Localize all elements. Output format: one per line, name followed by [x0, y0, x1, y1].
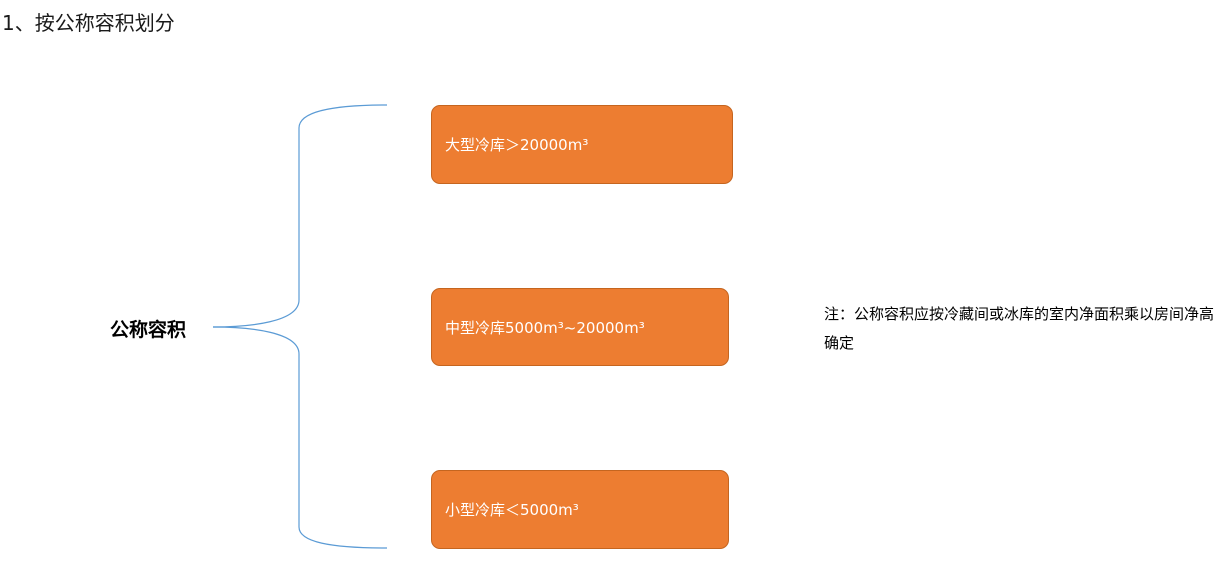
- category-label-small: 小型冷库＜5000m³: [445, 501, 579, 519]
- category-label-medium: 中型冷库5000m³~20000m³: [445, 318, 645, 337]
- category-box-large: 大型冷库＞20000m³: [431, 105, 733, 184]
- category-label-large: 大型冷库＞20000m³: [445, 136, 589, 154]
- category-box-medium: 中型冷库5000m³~20000m³: [431, 288, 729, 366]
- category-box-small: 小型冷库＜5000m³: [431, 470, 729, 549]
- note-text: 注：公称容积应按冷藏间或冰库的室内净面积乘以房间净高确定: [824, 305, 1215, 352]
- brace-lower-line: [212, 326, 388, 549]
- brace-upper-line: [212, 104, 388, 328]
- page-heading: 1、按公称容积划分: [2, 11, 175, 35]
- root-node-label: 公称容积: [110, 319, 187, 341]
